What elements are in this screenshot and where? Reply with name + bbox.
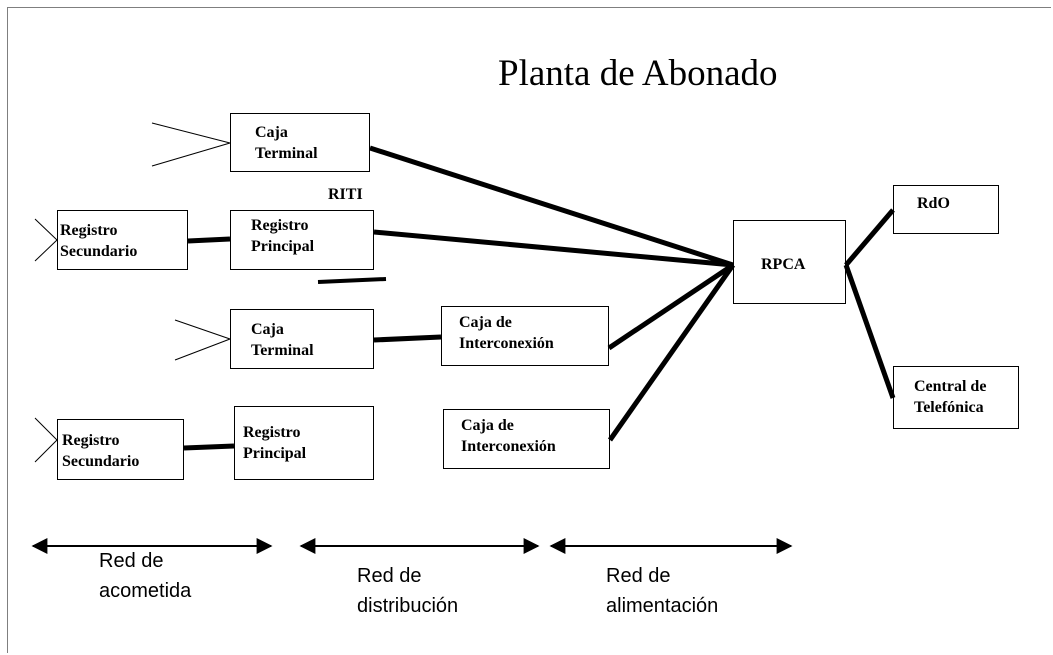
caja-interconexion-label-2: Caja de Interconexión (461, 417, 556, 455)
line-caja-terminal-2-to-interconexion-1 (373, 334, 442, 343)
fork-caja-terminal-1 (151, 122, 231, 167)
line-rpca-to-rdo (844, 208, 895, 267)
central-telefonica-box: Central de Telefónica (893, 366, 1019, 429)
caja-interconexion-box-2: Caja de Interconexión (443, 409, 610, 469)
region-label-acometida: Red de acometida (99, 550, 192, 602)
registro-principal-box-2: Registro Principal (234, 406, 374, 480)
riti-underline (317, 277, 387, 284)
line-registro-sec-1-to-principal-1 (187, 236, 231, 244)
line-interconexion-2-to-rpca (607, 263, 736, 442)
caja-terminal-box-1: Caja Terminal (230, 113, 370, 172)
rpca-box: RPCA (733, 220, 846, 304)
registro-secundario-box-1: Registro Secundario (57, 210, 188, 270)
registro-principal-label-2: Registro Principal (243, 424, 307, 462)
registro-secundario-label-1: Registro Secundario (60, 222, 138, 260)
caja-terminal-box-2: Caja Terminal (230, 309, 374, 369)
fork-registro-secundario-2 (34, 417, 58, 463)
caja-terminal-label-1: Caja Terminal (255, 124, 318, 162)
registro-secundario-box-2: Registro Secundario (57, 419, 184, 480)
rdo-label: RdO (917, 195, 950, 212)
central-telefonica-label: Central de Telefónica (914, 378, 987, 416)
line-registro-sec-2-to-principal-2 (183, 443, 235, 451)
registro-principal-label-1: Registro Principal (251, 217, 315, 255)
rpca-label: RPCA (761, 256, 806, 273)
fork-registro-secundario-1 (34, 218, 58, 262)
fork-caja-terminal-2 (174, 319, 231, 361)
registro-secundario-label-2: Registro Secundario (62, 432, 140, 470)
caja-terminal-label-2: Caja Terminal (251, 321, 314, 359)
line-caja-terminal-1-to-rpca (369, 145, 734, 268)
riti-label: RITI (328, 186, 363, 203)
region-label-alimentacion: Red de alimentación (606, 565, 719, 617)
region-label-distribucion: Red de distribución (357, 565, 459, 617)
rdo-box: RdO (893, 185, 999, 234)
line-interconexion-1-to-rpca (607, 262, 735, 351)
registro-principal-box-1: Registro Principal (230, 210, 374, 270)
caja-interconexion-label-1: Caja de Interconexión (459, 314, 554, 352)
caja-interconexion-box-1: Caja de Interconexión (441, 306, 609, 366)
diagram-title: Planta de Abonado (498, 53, 778, 94)
line-registro-principal-1-to-rpca (373, 229, 734, 268)
line-rpca-to-central (843, 264, 896, 399)
diagram-frame (7, 7, 1051, 653)
